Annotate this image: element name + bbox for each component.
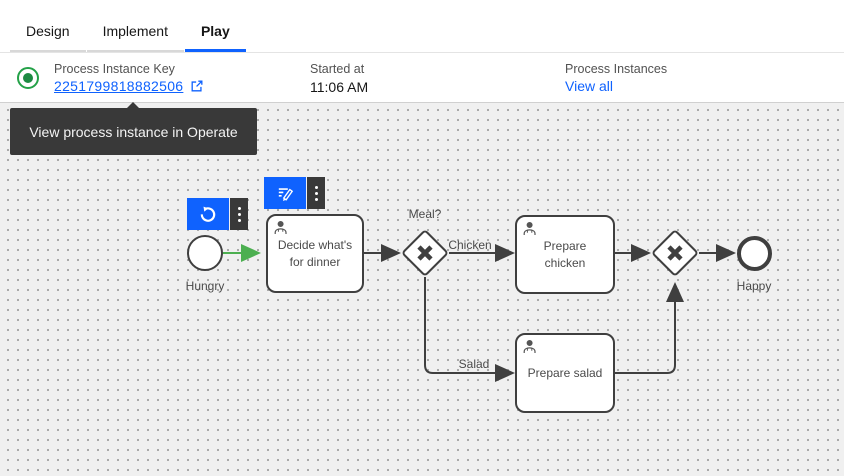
exclusive-gateway-join[interactable] [650,228,700,278]
exclusive-gateway-meal[interactable] [400,228,450,278]
flow-chicken-label: Chicken [448,238,492,252]
exclusive-gateway-x-icon [660,238,690,268]
start-event-label: Hungry [185,279,225,293]
operate-tooltip: View process instance in Operate [10,102,257,155]
sequence-flows [223,244,736,382]
bpmn-canvas[interactable]: View process instance in Operate Hungry … [0,102,844,476]
tab-play[interactable]: Play [184,12,246,52]
process-instance-key-group: Process Instance Key 2251799818882506 [54,60,204,94]
restart-instance-button[interactable] [187,198,229,230]
task-label: Prepare salad [527,365,603,380]
start-event-hungry[interactable] [187,235,223,271]
user-task-icon [522,339,538,360]
task-label: Prepare chicken [543,238,587,270]
user-task-icon [522,221,538,242]
flow-salad-label: Salad [458,357,490,371]
instance-active-status-icon [17,67,39,89]
end-event-label: Happy [736,279,772,293]
started-at-label: Started at [310,62,365,76]
exclusive-gateway-x-icon [410,238,440,268]
process-instance-key-link[interactable]: 2251799818882506 [54,78,184,94]
process-instance-key-label: Process Instance Key [54,62,175,76]
started-at-group: Started at 11:06 AM [310,60,368,97]
user-task-icon [273,220,289,241]
task-prepare-chicken[interactable]: Prepare chicken [515,215,615,294]
view-all-link[interactable]: View all [565,78,613,94]
decide-task-overflow-menu-button[interactable] [307,177,325,209]
edit-form-icon [276,184,294,202]
decide-task-actions [264,177,325,209]
restart-icon [199,205,217,223]
task-prepare-salad[interactable]: Prepare salad [515,333,615,413]
process-instances-label: Process Instances [565,62,668,76]
flow-salad-to-join [615,282,684,374]
gateway-meal-label: Meal? [408,207,442,221]
start-event-overflow-menu-button[interactable] [230,198,248,230]
started-at-value: 11:06 AM [310,79,369,95]
process-instances-group: Process Instances View all [565,60,667,94]
mode-tabbar: Design Implement Play [0,0,844,53]
task-decide-whats-for-dinner[interactable]: Decide what's for dinner [266,214,364,293]
launch-icon[interactable] [190,79,204,93]
flow-salad [424,277,515,382]
complete-task-form-button[interactable] [264,177,306,209]
tab-implement[interactable]: Implement [86,12,184,52]
tab-design[interactable]: Design [10,12,86,52]
start-event-actions [187,198,248,230]
instance-info-bar: Process Instance Key 2251799818882506 St… [0,53,844,103]
task-label: Decide what's for dinner [277,237,353,269]
end-event-happy[interactable] [737,236,772,271]
